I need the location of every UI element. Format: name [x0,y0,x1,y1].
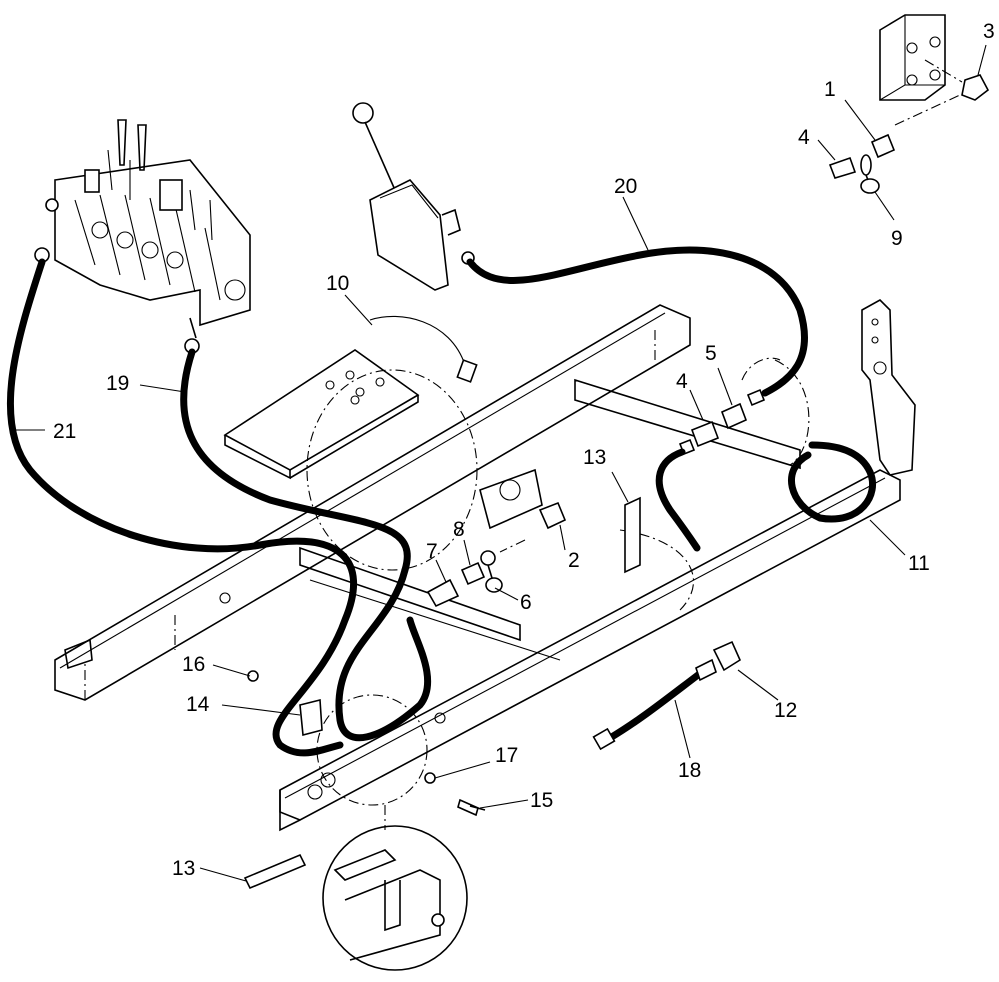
leader-lines [10,44,987,882]
callout-1: 1 [824,78,836,101]
callout-14: 14 [186,693,210,716]
hose-19 [180,348,432,742]
callout-17: 17 [495,744,518,767]
hose-11 [788,441,877,523]
callout-13-bottom: 13 [172,857,195,880]
valve-block [879,14,990,126]
fittings-top-right [828,133,896,194]
callout-12: 12 [774,699,797,722]
callout-5: 5 [705,342,717,365]
callout-8: 8 [453,518,465,541]
callout-3: 3 [983,20,995,43]
callout-13-top: 13 [583,446,606,469]
mounting-plate [223,315,478,480]
callout-11: 11 [908,552,930,575]
callout-16: 16 [182,653,205,676]
callout-19: 19 [106,372,129,395]
hydraulic-hoses [6,246,877,757]
detail-inset [322,825,468,971]
control-lever [352,102,475,291]
callout-10: 10 [326,272,349,295]
callout-15: 15 [530,789,553,812]
callout-18: 18 [678,759,701,782]
hose-mid [655,448,701,552]
hose-18 [606,671,702,742]
callout-21: 21 [53,420,76,443]
main-frame [54,299,916,832]
callout-6: 6 [520,591,532,614]
callout-2: 2 [568,549,580,572]
callout-4-mid: 4 [676,370,688,393]
callout-9: 9 [891,227,903,250]
callout-4-top: 4 [798,126,810,149]
hose-20 [466,246,808,397]
fittings-mid [426,388,766,608]
detail-circles [306,357,810,830]
callout-7: 7 [426,540,438,563]
callout-labels: 3 1 4 9 20 10 5 4 13 19 21 8 7 2 6 11 16… [53,20,995,880]
callout-20: 20 [614,175,637,198]
fasteners [247,670,486,817]
stiffener-plates [243,496,641,890]
control-valve-bank [34,119,251,354]
